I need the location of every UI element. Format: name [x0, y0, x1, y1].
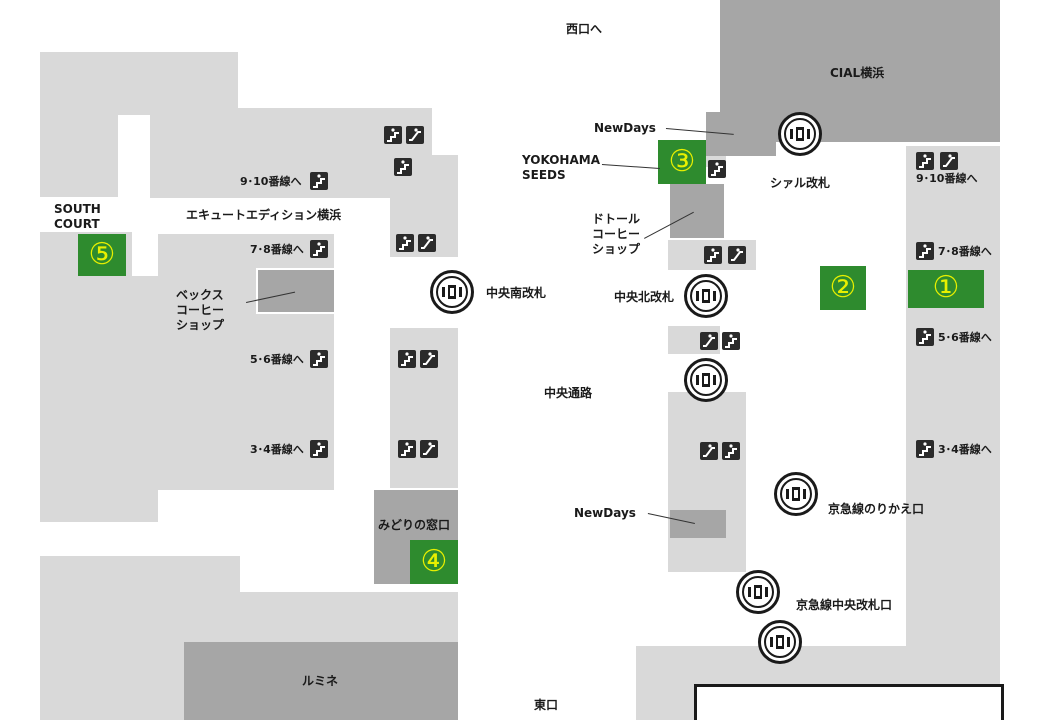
newdays-bottom-shop [670, 510, 726, 538]
platform-3-4-right-label: 3･4番線へ [938, 443, 992, 456]
stairs-icon [722, 332, 740, 350]
stairs-icon [708, 160, 726, 178]
stairs-icon [704, 246, 722, 264]
ticket-gate-icon [684, 358, 728, 402]
stairs-icon [398, 440, 416, 458]
stairs-icon [310, 350, 328, 368]
point-5-marker: ⑤ [78, 234, 126, 276]
platform-5-6-left-label: 5･6番線へ [250, 353, 304, 366]
ticket-gate-icon [430, 270, 474, 314]
area-south-east-outline [694, 684, 1004, 720]
area-right-column [906, 146, 1000, 720]
stairs-icon [310, 172, 328, 190]
central-passage-label: 中央通路 [544, 386, 593, 400]
ticket-gate-icon [758, 620, 802, 664]
area-south-court [40, 276, 158, 522]
point-1-marker: ① [908, 270, 984, 308]
area-mid-lower [668, 392, 746, 572]
platform-3-4-left-label: 3･4番線へ [250, 443, 304, 456]
stairs-icon [916, 242, 934, 260]
stairs-icon [722, 442, 740, 460]
stairs-icon [384, 126, 402, 144]
becks-coffee-label: ベックス コーヒー ショップ [176, 288, 225, 332]
platform-7-8-right-label: 7･8番線へ [938, 245, 992, 258]
south-court-label: SOUTH COURT [54, 202, 101, 231]
leader-line-seeds [601, 164, 660, 170]
stairs-icon [310, 240, 328, 258]
stairs-icon [310, 440, 328, 458]
stairs-icon [398, 350, 416, 368]
escalator-icon [940, 152, 958, 170]
stairs-icon [916, 328, 934, 346]
newdays-top-label: NewDays [594, 121, 656, 135]
midori-window-label: みどりの窓口 [378, 518, 451, 532]
platform-9-10-left-label: 9･10番線へ [240, 175, 302, 188]
escalator-icon [700, 442, 718, 460]
escalator-icon [420, 440, 438, 458]
central-south-gate-label: 中央南改札 [486, 286, 547, 300]
stairs-icon [394, 158, 412, 176]
stairs-icon [396, 234, 414, 252]
ticket-gate-icon [736, 570, 780, 614]
escalator-icon [700, 332, 718, 350]
escalator-icon [728, 246, 746, 264]
ticket-gate-icon [684, 274, 728, 318]
newdays-top-shop [706, 112, 776, 156]
doutor-coffee-label: ドトール コーヒー ショップ [592, 212, 641, 256]
yokohama-seeds-label: YOKOHAMA SEEDS [522, 153, 600, 182]
ecute-label: エキュートエディション横浜 [186, 208, 342, 222]
keikyu-central-gate-label: 京急線中央改札口 [796, 598, 893, 612]
area-north-west [40, 52, 238, 115]
stairs-icon [916, 152, 934, 170]
cial-yokohama-label: CIAL横浜 [830, 66, 885, 80]
ticket-gate-icon [778, 112, 822, 156]
lumine-label: ルミネ [302, 674, 339, 688]
central-north-gate-label: 中央北改札 [614, 290, 675, 304]
platform-5-6-right-label: 5･6番線へ [938, 331, 992, 344]
doutor-coffee-shop [668, 182, 726, 240]
platform-7-8-left-label: 7･8番線へ [250, 243, 304, 256]
ticket-gate-icon [774, 472, 818, 516]
point-2-marker: ② [820, 266, 866, 310]
lumine-block [184, 642, 458, 720]
cial-gate-label: シァル改札 [770, 176, 831, 190]
platform-9-10-right-label: 9･10番線へ [916, 172, 978, 185]
area-west-column [40, 115, 118, 197]
east-exit-label: 東口 [534, 698, 559, 712]
escalator-icon [418, 234, 436, 252]
keikyu-transfer-label: 京急線のりかえ口 [828, 502, 925, 516]
newdays-bottom-label: NewDays [574, 506, 636, 520]
area-upper-band [150, 108, 432, 198]
stairs-icon [916, 440, 934, 458]
point-3-marker: ③ [658, 140, 706, 184]
point-4-marker: ④ [410, 540, 458, 584]
escalator-icon [420, 350, 438, 368]
west-exit-label: 西口へ [566, 22, 603, 36]
becks-coffee-shop [256, 268, 336, 314]
escalator-icon [406, 126, 424, 144]
